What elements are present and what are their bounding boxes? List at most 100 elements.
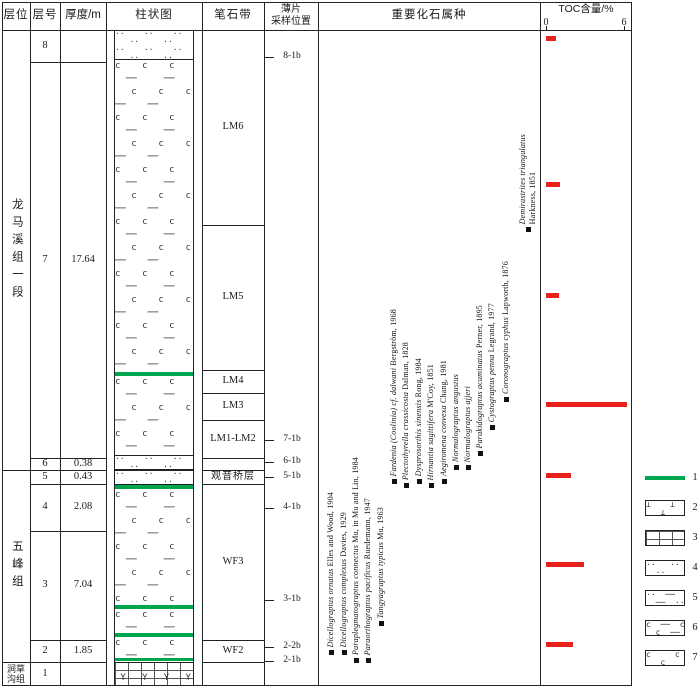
legend-number-cell: 4 [688,561,700,575]
layer-divider [30,470,106,471]
sample-tick [265,661,274,662]
fossil-label: Coronograptus cyphus Lapworth, 1876 [501,261,511,394]
formation-label: 涧草沟组 [6,664,25,684]
header-strat: 层位 [3,9,29,22]
fossil-item: Cystograptus penna Legrand, 1977 [477,303,507,430]
layer-number: 4 [42,501,48,513]
layer-number-cell: 6 [30,458,60,470]
lith-band-bentonite [115,605,193,609]
legend-number: 6 [692,621,698,633]
header-lith-column: 柱状图 [135,9,173,22]
fossil-item: Fardenia (Coolinia) cf. dalwani Bergströ… [379,309,409,484]
grid-vline [30,2,31,686]
layer-thickness: 2.08 [73,501,93,513]
lith-band-bentonite [115,372,193,376]
zone-cell: LM3 [202,393,264,420]
toc-bar [546,473,571,478]
fossil-name: Tangyagraptus typicus [376,541,385,618]
fossil-occurrence-marker [353,658,359,663]
layer-number: 5 [42,470,48,482]
layer-number: 2 [42,644,48,656]
sample-label-cell: 4-1b [276,502,308,514]
fossil-name: Coronograptus cyphus [501,317,510,394]
fossil-occurrence-marker [503,397,509,402]
fossil-occurrence-marker [525,227,531,232]
layer-number: 1 [42,667,48,679]
layer-number-cell: 3 [30,531,60,640]
sample-label: 4-1b [283,502,301,513]
legend-number: 7 [692,651,698,663]
layer-divider [30,531,106,532]
lith-band-edge [115,455,193,456]
lith-band-carbonaceous-shale: c c c ── ── c c c ── ── c c c ── ── c c … [115,489,193,605]
toc-axis-tick [546,26,547,30]
legend-number: 4 [692,561,698,573]
sample-tick [265,600,274,601]
header-toc: TOC含量/% [558,3,614,16]
fossil-occurrence-marker [477,451,483,456]
fossil-label: Tangyagraptus typicus Mu, 1963 [376,507,386,619]
legend-number-cell: 2 [688,501,700,515]
grid-vline [202,2,203,686]
zone-label: WF3 [222,555,244,567]
sample-label-cell: 2-1b [276,655,308,667]
silty-shale-swatch: ·· ── ── ·· [645,590,685,606]
header-layer-no: 层号 [32,9,58,22]
zone-cell: 观音桥层 [202,470,264,484]
sample-tick [265,477,274,478]
fossil-item: Tangyagraptus typicus Mu, 1963 [366,507,396,626]
zone-cell: LM6 [202,30,264,225]
lith-band-edge [115,470,193,471]
layer-thickness-cell: 1.85 [60,640,106,662]
zone-divider [202,458,264,459]
formation-cell: 龙马溪组一段 [2,30,30,470]
toc-bar [546,293,559,298]
shale-swatch: c c c [645,650,685,666]
lithology-column-frame [114,30,194,686]
legend-number-cell: 1 [688,471,700,485]
fossil-item: Normalograptus ajjeri [453,386,483,470]
grid-vline [264,2,265,686]
lith-band-bentonite [115,485,193,489]
carbonaceous-shale-swatch: c ── c c ── [645,620,685,636]
table-frame [2,2,632,686]
layer-thickness-cell: 0.38 [60,458,106,470]
sample-label: 3-1b [283,594,301,605]
fossil-item: Hirnantia sagittifera M'Coy, 1851 [416,364,446,488]
formation-label: 五峰组 [10,539,23,593]
zone-divider [202,484,264,485]
layer-number-cell: 5 [30,470,60,484]
layer-thickness-cell: 0.43 [60,470,106,484]
sample-label-cell: 6-1b [276,456,308,468]
zone-divider [202,470,264,471]
zone-divider [202,393,264,394]
sample-label: 5-1b [283,471,301,482]
sample-label-cell: 8-1b [276,51,308,63]
zone-cell: WF3 [202,484,264,640]
fossil-occurrence-marker [378,621,384,626]
toc-bar [546,642,573,647]
toc-bar [546,402,627,407]
fossil-item: Dicellograptus ornatus Elles and Wood, 1… [316,492,346,655]
zone-cell: LM5 [202,225,264,370]
lith-band-edge [115,662,193,663]
layer-thickness-cell: 7.04 [60,531,106,640]
toc-bar [546,182,560,187]
toc-axis-max-label: 6 [621,16,627,28]
zone-divider [202,640,264,641]
fossil-occurrence-marker [391,479,397,484]
siltstone-swatch: ·· ·· ·· [645,560,685,576]
fossil-item: Paraorthograptus pacificus Ruedemann, 19… [353,498,383,663]
layer-thickness: 1.85 [73,644,93,656]
formation-divider [2,470,30,471]
layer-number: 8 [42,39,48,51]
lith-band-carbonaceous-shale: c c c ── ── [115,637,193,658]
fossil-occurrence-marker [328,650,334,655]
header-graptolite-zone: 笔石带 [214,9,252,22]
legend-number: 2 [692,501,698,513]
layer-divider [30,62,106,63]
layer-number: 3 [42,579,48,591]
zone-label: LM3 [222,400,244,412]
layer-number: 6 [42,457,48,469]
zone-label: LM1-LM2 [210,432,256,444]
